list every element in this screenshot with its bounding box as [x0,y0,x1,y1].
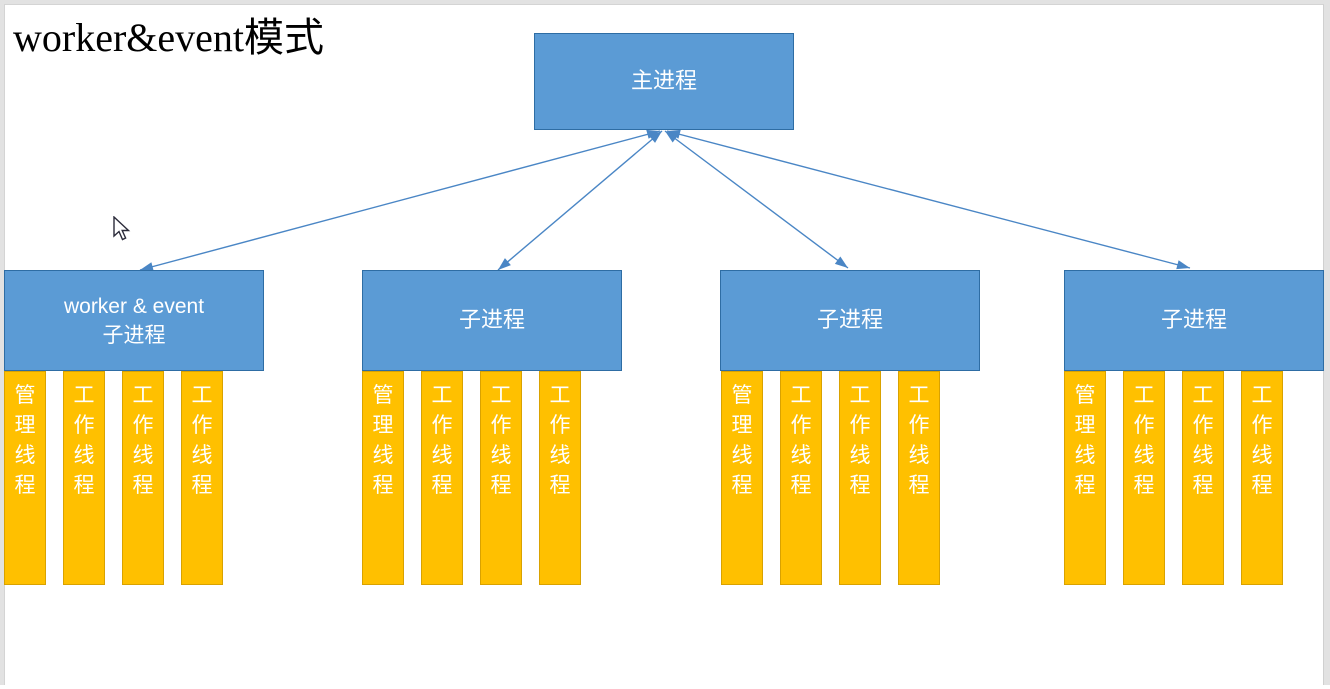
thread-bar[interactable]: 工作线程 [898,371,940,585]
thread-bar[interactable]: 工作线程 [1182,371,1224,585]
thread-label: 管理线程 [731,383,753,497]
thread-label: 管理线程 [14,383,36,497]
child-process-box[interactable]: 子进程 [720,270,980,371]
thread-bar[interactable]: 工作线程 [539,371,581,585]
window-frame-right [1324,0,1330,689]
window-frame-bottom [0,685,1330,689]
child-process-box[interactable]: 子进程 [362,270,622,371]
thread-label: 工作线程 [1192,383,1214,497]
thread-label: 工作线程 [1133,383,1155,497]
thread-label: 管理线程 [1074,383,1096,497]
child-process-box[interactable]: worker & event 子进程 [4,270,264,371]
window-frame-top [0,0,1330,4]
thread-label: 工作线程 [1251,383,1273,497]
thread-bar[interactable]: 工作线程 [1241,371,1283,585]
thread-bar[interactable]: 工作线程 [181,371,223,585]
thread-bar[interactable]: 工作线程 [780,371,822,585]
thread-bar[interactable]: 管理线程 [1064,371,1106,585]
thread-bar[interactable]: 工作线程 [839,371,881,585]
child-process-label: 子进程 [1160,308,1227,333]
thread-label: 管理线程 [372,383,394,497]
thread-bar[interactable]: 工作线程 [480,371,522,585]
thread-label: 工作线程 [549,383,571,497]
thread-label: 工作线程 [790,383,812,497]
main-process-label: 主进程 [630,69,697,94]
child-process-box[interactable]: 子进程 [1064,270,1324,371]
thread-bar[interactable]: 工作线程 [421,371,463,585]
thread-bar[interactable]: 工作线程 [1123,371,1165,585]
thread-bar[interactable]: 工作线程 [63,371,105,585]
main-process-box[interactable]: 主进程 [534,33,794,130]
mouse-pointer-icon [113,216,131,241]
thread-label: 工作线程 [908,383,930,497]
child-process-label: worker & event 子进程 [63,294,205,347]
thread-bar[interactable]: 管理线程 [4,371,46,585]
thread-label: 工作线程 [73,383,95,497]
child-process-label: 子进程 [816,308,883,333]
thread-bar[interactable]: 工作线程 [122,371,164,585]
thread-bar[interactable]: 管理线程 [721,371,763,585]
thread-label: 工作线程 [132,383,154,497]
thread-label: 工作线程 [849,383,871,497]
thread-label: 工作线程 [191,383,213,497]
window-frame-left [0,0,4,689]
thread-label: 工作线程 [431,383,453,497]
thread-label: 工作线程 [490,383,512,497]
child-process-label: 子进程 [458,308,525,333]
thread-bar[interactable]: 管理线程 [362,371,404,585]
page-title: worker&event模式 [13,15,325,60]
